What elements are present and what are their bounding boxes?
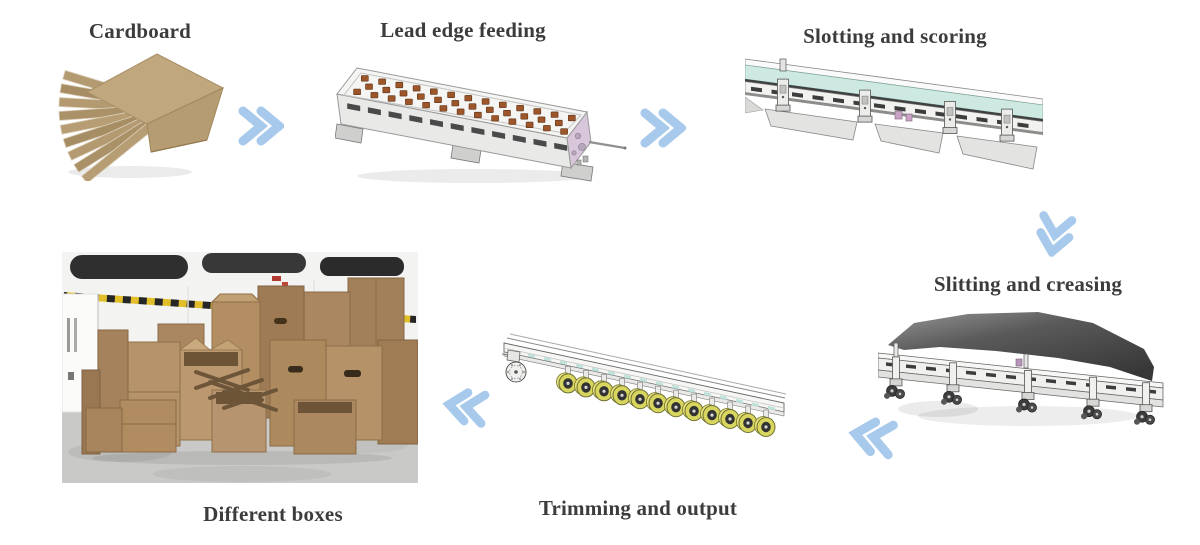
arrow-right-icon xyxy=(236,104,284,148)
stacked-boxes-photo xyxy=(62,252,418,483)
lead-edge-feeder-image xyxy=(335,50,627,185)
cardboard-stack-image xyxy=(55,48,230,181)
stage-label-cardboard: Cardboard xyxy=(88,19,192,43)
stage-label-slitting-creasing: Slitting and creasing xyxy=(933,272,1123,296)
stage-label-different-boxes: Different boxes xyxy=(203,502,343,526)
stage-label-slotting-scoring: Slotting and scoring xyxy=(803,24,987,48)
stage-label-trimming-output: Trimming and output xyxy=(538,496,738,520)
slitting-creasing-machine-svg xyxy=(878,312,1164,426)
trimming-output-machine-svg xyxy=(501,333,787,437)
arrow-left-icon xyxy=(439,383,494,432)
arrow-left-icon xyxy=(843,410,906,463)
stage-label-lead-edge-feeding: Lead edge feeding xyxy=(380,18,546,42)
slotting-scoring-machine-image xyxy=(745,53,1043,175)
cardboard-stack-svg xyxy=(58,53,225,181)
arrow-down-icon xyxy=(1029,208,1080,261)
trimming-output-machine-image xyxy=(498,332,790,449)
lead-edge-feeder-svg xyxy=(335,67,627,183)
stacked-boxes-photo-svg xyxy=(62,252,418,483)
slitting-creasing-machine-image xyxy=(878,301,1168,433)
arrow-right-icon xyxy=(638,106,686,150)
slotting-scoring-machine-svg xyxy=(745,58,1043,170)
